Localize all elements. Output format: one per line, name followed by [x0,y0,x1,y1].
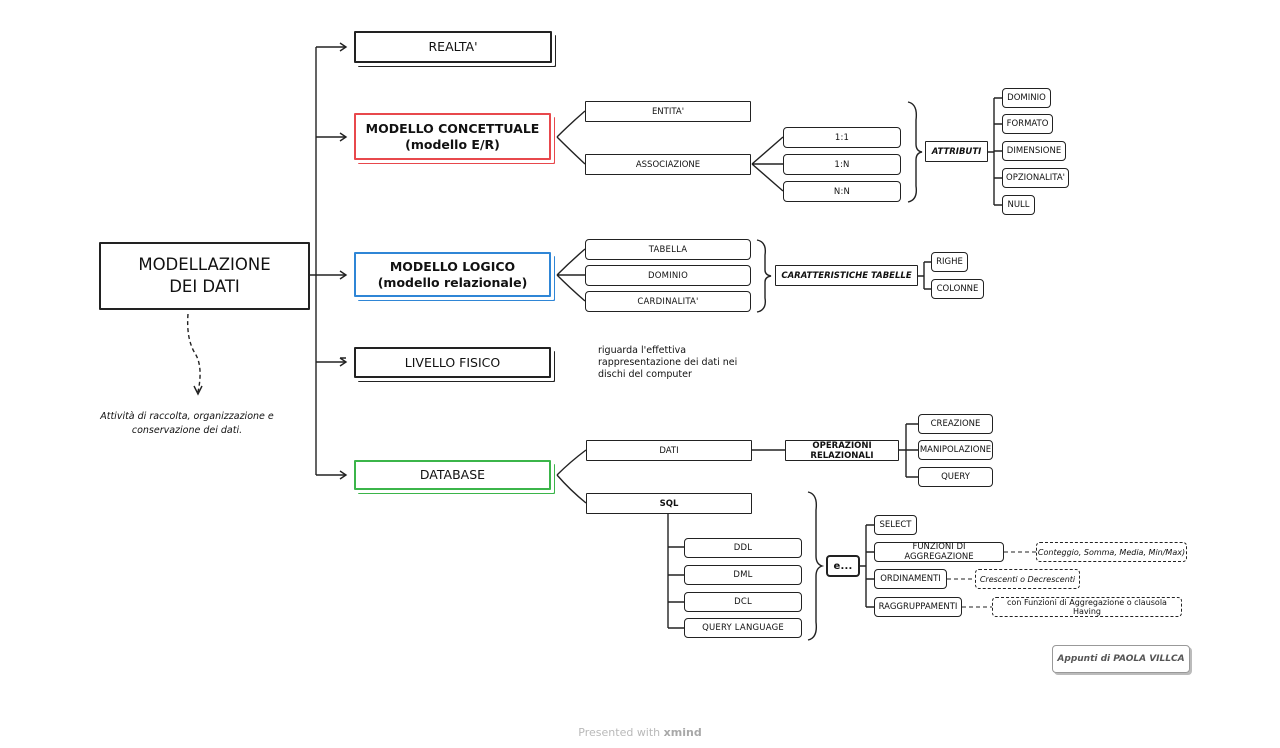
branch-database[interactable]: DATABASE [354,460,551,490]
node-operazioni-relazionali-label: OPERAZIONI RELAZIONALI [810,440,874,461]
node-sql[interactable]: SQL [586,493,752,514]
branch-realta[interactable]: REALTA' [354,31,552,63]
node-dati[interactable]: DATI [586,440,752,461]
root-label: MODELLAZIONE DEI DATI [138,255,271,296]
note-aggregazione[interactable]: Conteggio, Somma, Media, Min/Max) [1036,542,1187,562]
node-cardinalita-1-n-label: 1:N [834,159,850,170]
node-cardinalita-n-n[interactable]: N:N [783,181,901,202]
node-associazione[interactable]: ASSOCIAZIONE [585,154,751,175]
footer-prefix: Presented with [578,726,661,739]
author-signature: Appunti di PAOLA VILLCA [1052,645,1190,673]
node-select-label: SELECT [879,520,912,530]
node-colonne[interactable]: COLONNE [931,279,984,299]
root-topic[interactable]: MODELLAZIONE DEI DATI [99,242,310,310]
node-caratteristiche-tabelle[interactable]: CARATTERISTICHE TABELLE [775,265,918,286]
node-dml[interactable]: DML [684,565,802,585]
branch-modello-concettuale[interactable]: MODELLO CONCETTUALE (modello E/R) [354,113,551,160]
note-raggruppamenti-label: con Funzioni di Aggregazione o clausola … [1007,598,1167,616]
node-entita[interactable]: ENTITA' [585,101,751,122]
branch-realta-label: REALTA' [428,39,478,54]
node-attributi-label: ATTRIBUTI [931,146,982,157]
node-creazione-label: CREAZIONE [930,419,981,429]
node-entita-label: ENTITA' [651,106,685,117]
node-cardinalita[interactable]: CARDINALITA' [585,291,751,312]
node-attr-dimensione-label: DIMENSIONE [1006,146,1062,156]
branch-modello-logico-label: MODELLO LOGICO (modello relazionale) [377,258,528,290]
node-query[interactable]: QUERY [918,467,993,487]
node-sql-label: SQL [659,498,679,509]
node-dati-label: DATI [659,445,679,456]
node-manipolazione-label: MANIPOLAZIONE [919,445,992,455]
node-ddl[interactable]: DDL [684,538,802,558]
branch-livello-fisico-label: LIVELLO FISICO [404,354,501,370]
node-cardinalita-1-1[interactable]: 1:1 [783,127,901,148]
node-creazione[interactable]: CREAZIONE [918,414,993,434]
branch-modello-concettuale-label: MODELLO CONCETTUALE (modello E/R) [365,120,540,152]
node-e-label: e... [833,560,853,572]
node-funzioni-aggregazione[interactable]: FUNZIONI DI AGGREGAZIONE [874,542,1004,562]
node-dominio-label: DOMINIO [647,270,689,281]
node-attr-dominio-label: DOMINIO [1007,93,1046,103]
node-raggruppamenti-label: RAGGRUPPAMENTI [878,602,958,612]
node-attr-dimensione[interactable]: DIMENSIONE [1002,141,1066,161]
node-dcl[interactable]: DCL [684,592,802,612]
node-dml-label: DML [733,570,753,580]
node-select[interactable]: SELECT [874,515,917,535]
author-signature-label: Appunti di PAOLA VILLCA [1057,654,1185,664]
root-note: Attività di raccolta, organizzazione e c… [100,411,274,436]
node-operazioni-relazionali[interactable]: OPERAZIONI RELAZIONALI [785,440,899,461]
note-ordinamenti-label: Crescenti o Decrescenti [979,574,1076,584]
node-attr-formato-label: FORMATO [1006,119,1049,129]
node-query-label: QUERY [941,472,970,482]
node-attr-opzionalita-label: OPZIONALITA' [1006,173,1065,183]
node-query-language-label: QUERY LANGUAGE [702,623,784,633]
node-righe-label: RIGHE [936,257,963,267]
branch-modello-logico[interactable]: MODELLO LOGICO (modello relazionale) [354,252,551,297]
node-dcl-label: DCL [734,597,752,607]
node-attr-opzionalita[interactable]: OPZIONALITA' [1002,168,1069,188]
node-ddl-label: DDL [733,543,753,553]
node-e[interactable]: e... [826,555,860,577]
footer: Presented with xmind [0,726,1280,739]
node-cardinalita-1-1-label: 1:1 [834,132,850,143]
node-cardinalita-label: CARDINALITA' [637,296,699,307]
node-associazione-label: ASSOCIAZIONE [635,159,701,170]
branch-database-label: DATABASE [419,467,486,482]
note-ordinamenti[interactable]: Crescenti o Decrescenti [975,569,1080,589]
note-aggregazione-label: Conteggio, Somma, Media, Min/Max) [1037,547,1186,557]
node-cardinalita-1-n[interactable]: 1:N [783,154,901,175]
node-attr-null-label: NULL [1007,200,1030,210]
node-dominio[interactable]: DOMINIO [585,265,751,286]
node-manipolazione[interactable]: MANIPOLAZIONE [918,440,993,460]
node-tabella[interactable]: TABELLA [585,239,751,260]
node-tabella-label: TABELLA [648,244,688,255]
node-cardinalita-n-n-label: N:N [833,186,851,197]
node-caratteristiche-tabelle-label: CARATTERISTICHE TABELLE [781,270,912,281]
xmind-logo[interactable]: xmind [663,726,702,739]
node-attr-formato[interactable]: FORMATO [1002,114,1053,134]
node-attributi[interactable]: ATTRIBUTI [925,141,988,162]
node-ordinamenti-label: ORDINAMENTI [880,574,941,584]
node-ordinamenti[interactable]: ORDINAMENTI [874,569,947,589]
node-colonne-label: COLONNE [936,284,979,294]
node-attr-dominio[interactable]: DOMINIO [1002,88,1051,108]
node-righe[interactable]: RIGHE [931,252,968,272]
node-raggruppamenti[interactable]: RAGGRUPPAMENTI [874,597,962,617]
node-query-language[interactable]: QUERY LANGUAGE [684,618,802,638]
node-funzioni-aggregazione-label: FUNZIONI DI AGGREGAZIONE [904,542,974,562]
branch-livello-fisico[interactable]: LIVELLO FISICO [354,347,551,378]
note-raggruppamenti[interactable]: con Funzioni di Aggregazione o clausola … [992,597,1182,617]
livello-fisico-note: riguarda l'effettiva rappresentazione de… [598,345,738,380]
node-attr-null[interactable]: NULL [1002,195,1035,215]
